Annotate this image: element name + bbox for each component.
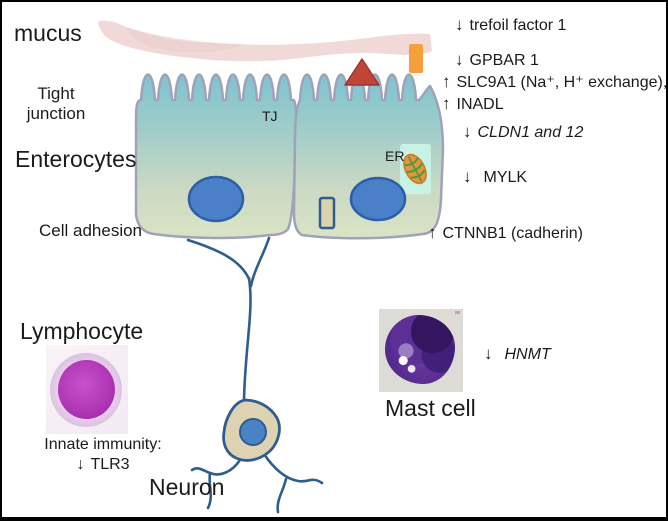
adhesion-channel-marker [318,196,336,230]
neuron-dendrite-left-down [206,471,213,510]
neuron-dendrite-right [262,452,324,485]
neuron-branch-right [249,236,271,288]
mitochondrion-icon [403,153,427,185]
enterocyte-nucleus-left [187,175,245,223]
annotation-trefoil-factor-1: ↓trefoil factor 1 [455,15,567,34]
mast-cell-image [379,309,463,392]
down-arrow-icon: ↓ [455,50,464,69]
neuron-label: Neuron [149,474,225,500]
annotation-inadl: ↑INADL [442,94,504,113]
neuron-dendrite-right-down [276,477,288,514]
down-arrow-icon: ↓ [455,15,464,34]
annotation-hnmt: ↓HNMT [484,344,551,363]
membrane-transporter-marker [409,44,423,73]
lymphocyte-nucleus [58,360,115,419]
enterocyte-nucleus-right [349,176,407,222]
neuron-branch-left [186,238,251,281]
lymphocyte-label: Lymphocyte [20,318,144,344]
er-label: ER [385,148,405,164]
mast-cell-label: Mast cell [385,395,476,421]
annotation-mylk: ↓MYLK [463,167,528,186]
mast-cell-body [385,315,455,384]
innate-immunity-heading: Innate immunity: [44,436,162,453]
up-arrow-icon: ↑ [428,223,437,242]
down-arrow-icon: ↓ [463,167,472,186]
image-artifact [455,311,460,314]
annotation-gpbar-1: ↓GPBAR 1 [455,50,539,69]
down-arrow-icon: ↓ [463,122,472,141]
neuron-nucleus [239,418,267,446]
mucus-label: mucus [14,20,82,46]
up-arrow-icon: ↑ [442,94,451,113]
annotation-tlr3: ↓TLR3 [76,456,130,473]
enterocytes-label: Enterocytes [15,146,137,172]
annotation-slc9a1: ↑SLC9A1 (Na⁺, H⁺ exchange), [442,72,668,91]
cell-adhesion-label: Cell adhesion [39,221,143,240]
annotation-ctnnb1: ↑CTNNB1 (cadherin) [428,223,583,242]
down-arrow-icon: ↓ [76,456,85,473]
tj-label: TJ [262,108,278,124]
neuron-axon [242,276,252,403]
tight-junction-label: Tight junction [26,84,86,123]
mucus-shade [126,27,242,52]
lymphocyte-image [46,345,128,434]
up-arrow-icon: ↑ [442,72,451,91]
annotation-cldn1-and-12: ↓CLDN1 and 12 [463,122,584,141]
neuron-fibres [186,236,324,514]
down-arrow-icon: ↓ [484,344,493,363]
brush-border-triangle-marker [344,58,380,86]
neuron-dendrite-left [190,458,242,476]
innate-immunity-block: Innate immunity: ↓TLR3 [18,436,188,474]
